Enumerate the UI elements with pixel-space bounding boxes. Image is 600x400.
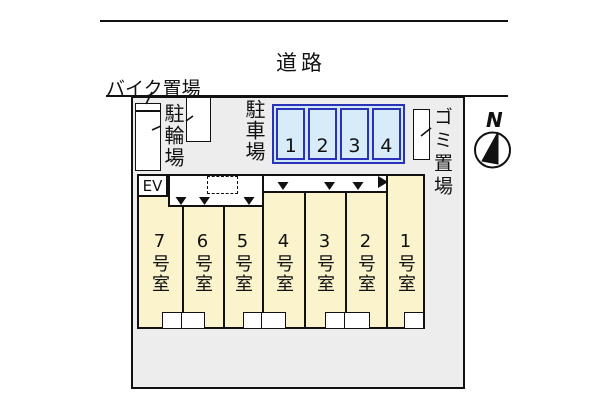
room-divider-7-6 bbox=[182, 206, 184, 328]
room-label-1: 1号室 bbox=[395, 231, 416, 294]
compass-needle-icon bbox=[481, 131, 499, 165]
elevator-box: EV bbox=[137, 174, 168, 197]
room-label-6: 6号室 bbox=[192, 231, 213, 294]
compass-north-label: N bbox=[486, 108, 503, 132]
stall-number-1: 1 bbox=[284, 135, 297, 157]
parking-stall-2: 2 bbox=[307, 108, 338, 160]
bike-area-label: バイク置場 bbox=[106, 78, 201, 100]
bottom-box-room5 bbox=[243, 312, 263, 329]
stall-number-4: 4 bbox=[380, 135, 393, 157]
bottom-box-room3 bbox=[325, 312, 346, 329]
road-upper-edge-line bbox=[100, 20, 508, 22]
room-divider-2-1 bbox=[386, 192, 388, 328]
corridor-right bbox=[262, 174, 388, 193]
room-divider-3-2 bbox=[345, 192, 347, 328]
bicycle-parking-box-right bbox=[186, 97, 211, 142]
room-label-2: 2号室 bbox=[355, 231, 376, 294]
road-label: 道路 bbox=[276, 51, 326, 75]
bottom-box-room2 bbox=[344, 312, 370, 329]
bottom-box-room4 bbox=[261, 312, 286, 329]
bicycle-box-divider-line bbox=[135, 110, 161, 112]
room-label-4: 4号室 bbox=[273, 231, 294, 294]
compass-circle-icon bbox=[474, 131, 511, 169]
car-parking-area: 1 2 3 4 bbox=[272, 104, 405, 164]
garbage-label: ゴミ置場 bbox=[431, 107, 453, 199]
garbage-box bbox=[413, 109, 430, 160]
car-parking-label: 駐車場 bbox=[242, 99, 266, 162]
room-divider-6-5 bbox=[223, 206, 225, 328]
parking-stall-1: 1 bbox=[276, 108, 306, 160]
bicycle-parking-label: 駐輪場 bbox=[161, 103, 185, 169]
room-label-5: 5号室 bbox=[232, 231, 253, 294]
room-label-3: 3号室 bbox=[314, 231, 335, 294]
room-divider-5-4 bbox=[262, 206, 264, 328]
stall-number-2: 2 bbox=[316, 135, 329, 157]
room-divider-4-3 bbox=[304, 192, 306, 328]
bottom-box-room6 bbox=[181, 312, 205, 329]
corridor-dashed-box bbox=[207, 176, 238, 194]
bottom-box-room1 bbox=[404, 312, 424, 329]
bicycle-parking-box-left bbox=[135, 103, 161, 171]
elevator-label: EV bbox=[142, 176, 163, 195]
parking-stall-3: 3 bbox=[339, 108, 370, 160]
stall-number-3: 3 bbox=[348, 135, 361, 157]
parking-stall-4: 4 bbox=[371, 108, 401, 160]
bottom-box-room7 bbox=[162, 312, 183, 329]
room-label-7: 7号室 bbox=[149, 231, 170, 294]
